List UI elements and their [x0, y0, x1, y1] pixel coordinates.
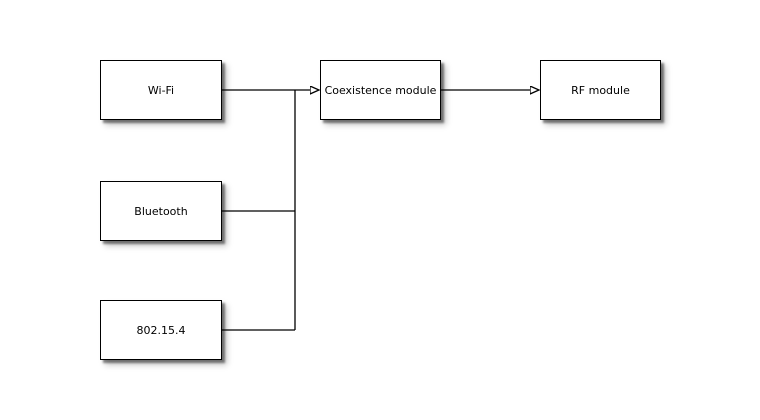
node-802-15-4-label: 802.15.4	[136, 323, 186, 337]
node-rf-module-label: RF module	[571, 83, 630, 97]
node-coexistence-module: Coexistence module	[320, 60, 441, 120]
node-bluetooth-label: Bluetooth	[134, 204, 188, 218]
node-coexistence-module-label: Coexistence module	[324, 83, 437, 97]
node-wifi: Wi-Fi	[100, 60, 222, 120]
node-rf-module: RF module	[540, 60, 661, 120]
node-wifi-label: Wi-Fi	[147, 83, 175, 97]
node-802-15-4: 802.15.4	[100, 300, 222, 360]
node-bluetooth: Bluetooth	[100, 181, 222, 241]
